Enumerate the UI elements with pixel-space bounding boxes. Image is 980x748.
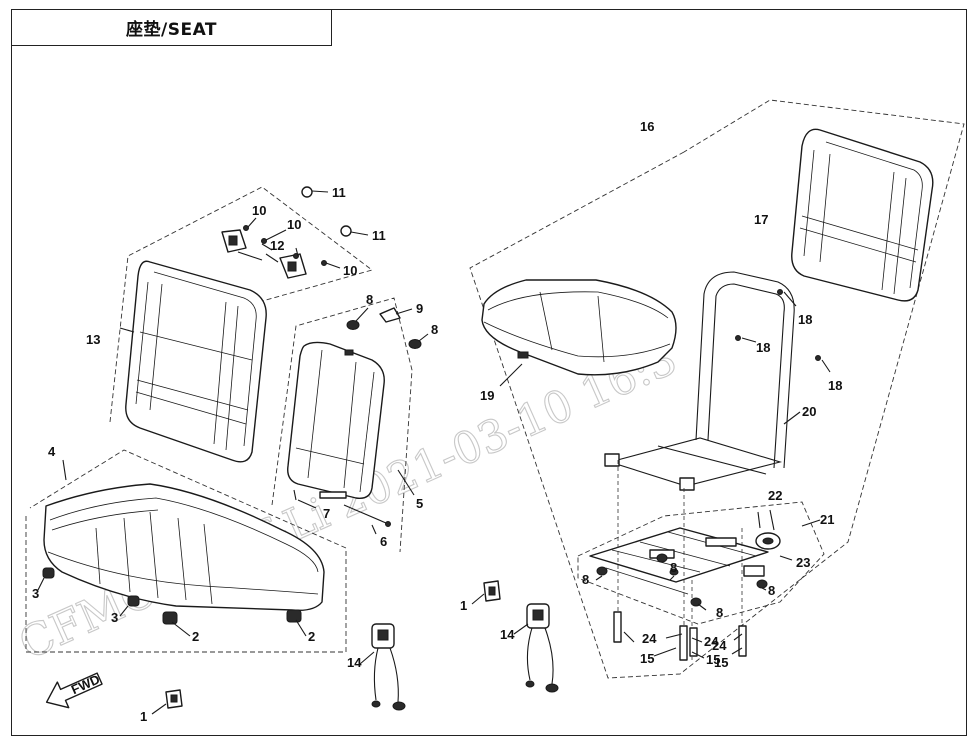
cushion-19 xyxy=(481,279,677,387)
callout-24: 24 xyxy=(642,631,657,646)
callout-20: 20 xyxy=(802,404,816,419)
hardware-10-11 xyxy=(119,186,369,333)
callout-8: 8 xyxy=(768,583,775,598)
callout-14: 14 xyxy=(347,655,362,670)
seat-4-hardware xyxy=(37,459,307,637)
callout-labels: 1 1 2 2 3 3 4 5 6 7 8 8 8 8 8 8 9 10 10 … xyxy=(32,119,842,724)
callout-3: 3 xyxy=(111,610,118,625)
callout-11: 11 xyxy=(332,185,346,200)
title-box: 座垫/SEAT xyxy=(11,9,332,46)
group-5-outline xyxy=(271,297,413,553)
callout-2: 2 xyxy=(308,629,315,644)
callout-6: 6 xyxy=(380,534,387,549)
callout-2: 2 xyxy=(192,629,199,644)
fwd-arrow: FWD xyxy=(45,671,103,709)
callout-17: 17 xyxy=(754,212,768,227)
callout-24: 24 xyxy=(704,634,719,649)
page-title: 座垫/SEAT xyxy=(126,20,217,40)
callout-9: 9 xyxy=(416,301,423,316)
group-13-outline xyxy=(109,186,373,423)
callout-14: 14 xyxy=(500,627,515,642)
callout-10: 10 xyxy=(252,203,266,218)
callout-4: 4 xyxy=(48,444,56,459)
backrest-17 xyxy=(791,128,934,302)
callout-10: 10 xyxy=(343,263,357,278)
clip-1-lower xyxy=(151,689,183,715)
callout-7: 7 xyxy=(323,506,330,521)
clip-1-middle xyxy=(471,580,501,605)
callout-16: 16 xyxy=(640,119,654,134)
callout-1: 1 xyxy=(140,709,147,724)
fwd-label: FWD xyxy=(69,671,102,697)
backrest-13 xyxy=(125,260,267,463)
callout-12: 12 xyxy=(270,238,284,253)
callout-1: 1 xyxy=(460,598,467,613)
callout-22: 22 xyxy=(768,488,782,503)
belt-14-middle xyxy=(513,603,559,693)
callout-15: 15 xyxy=(714,655,728,670)
belt-14-left xyxy=(359,623,406,711)
callout-19: 19 xyxy=(480,388,494,403)
callout-8: 8 xyxy=(716,605,723,620)
callout-24: 24 xyxy=(712,638,727,653)
bracket-21 xyxy=(577,501,825,625)
diagram-frame xyxy=(11,9,967,736)
hardware-5-group xyxy=(293,307,429,535)
frame-20 xyxy=(604,271,831,491)
bracket-12 xyxy=(221,229,307,279)
callout-21: 21 xyxy=(820,512,834,527)
callout-8: 8 xyxy=(582,572,589,587)
seat-cushion-4 xyxy=(43,483,325,612)
callout-18: 18 xyxy=(756,340,770,355)
bolts-15-24 xyxy=(595,460,767,661)
callout-18: 18 xyxy=(828,378,842,393)
callout-11: 11 xyxy=(372,228,386,243)
callout-8: 8 xyxy=(431,322,438,337)
callout-5: 5 xyxy=(416,496,423,511)
callout-8: 8 xyxy=(670,560,677,575)
callout-10: 10 xyxy=(287,217,301,232)
callout-18: 18 xyxy=(798,312,812,327)
callout-23: 23 xyxy=(796,555,810,570)
callout-8: 8 xyxy=(366,292,373,307)
callout-13: 13 xyxy=(86,332,100,347)
callout-3: 3 xyxy=(32,586,39,601)
callout-15: 15 xyxy=(640,651,654,666)
backrest-5 xyxy=(287,341,385,499)
group-4-outline xyxy=(25,449,347,653)
callout-15: 15 xyxy=(706,652,720,667)
